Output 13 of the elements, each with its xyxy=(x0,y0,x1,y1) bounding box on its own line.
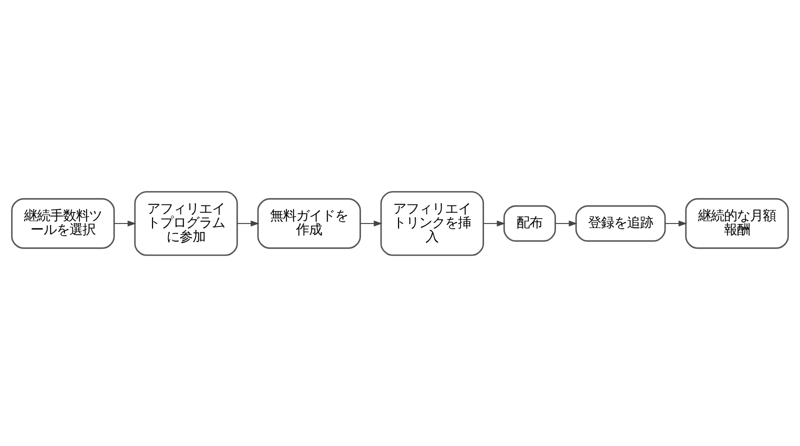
arrow xyxy=(554,220,578,226)
arrow xyxy=(664,220,688,226)
node-box: アフィリエイトプログラムに参加 xyxy=(134,190,238,256)
arrow xyxy=(236,220,260,226)
node-box: 無料ガイドを作成 xyxy=(257,198,361,248)
arrow xyxy=(360,220,382,226)
arrow xyxy=(482,220,506,226)
node-box: アフィリエイトリンクを挿入 xyxy=(380,190,484,256)
node-box: 登録を追跡 xyxy=(575,204,666,242)
node-box: 配布 xyxy=(503,204,556,242)
arrow xyxy=(114,220,136,226)
node-box: 継続手数料ツールを選択 xyxy=(11,198,115,248)
node-box: 継続的な月額報酬 xyxy=(685,198,789,248)
